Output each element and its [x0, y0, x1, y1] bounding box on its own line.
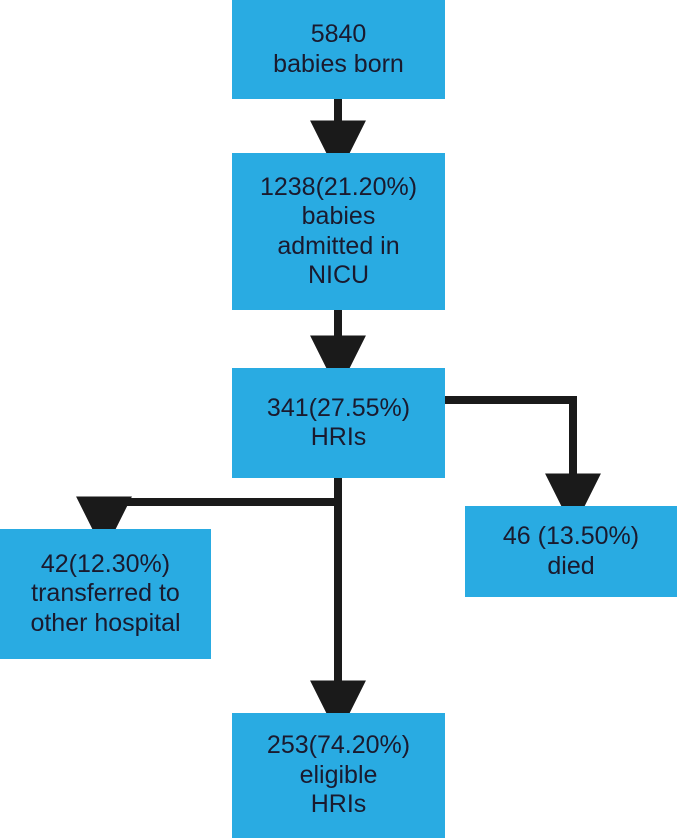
- node-hris: 341(27.55%) HRIs: [232, 368, 445, 478]
- node-eligible-hris: 253(74.20%) eligible HRIs: [232, 713, 445, 838]
- node-transferred-other-hospital: 42(12.30%) transferred to other hospital: [0, 529, 211, 659]
- edge-hris-to-died: [445, 396, 601, 530]
- node-admitted-nicu: 1238(21.20%) babies admitted in NICU: [232, 153, 445, 310]
- node-babies-born: 5840 babies born: [232, 0, 445, 99]
- edge-hris-to-transferred: [76, 478, 342, 553]
- node-died: 46 (13.50%) died: [465, 506, 677, 597]
